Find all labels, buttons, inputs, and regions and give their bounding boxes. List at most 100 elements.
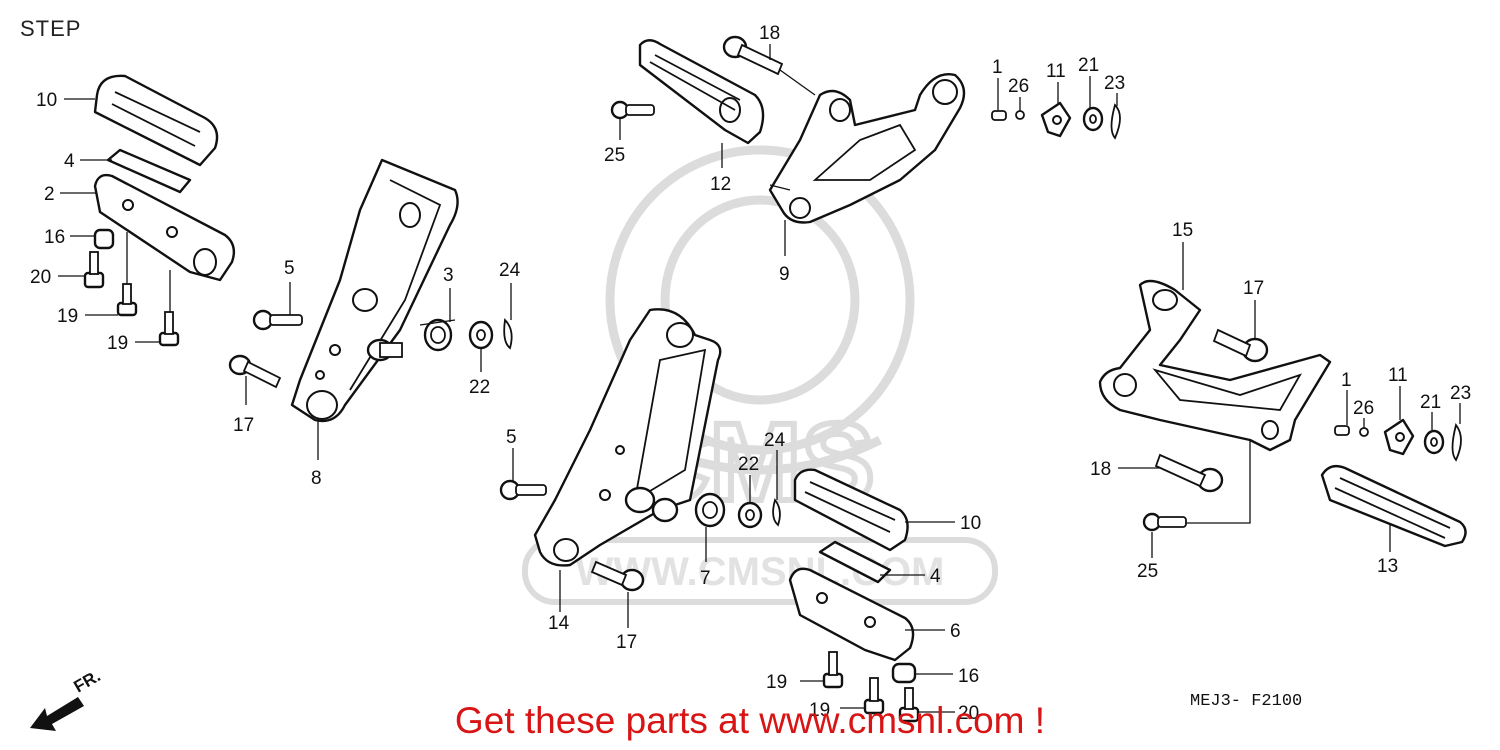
center-rubber-plate-4 (818, 540, 892, 584)
callout-4-left: 4 (64, 151, 75, 172)
leader-lines (58, 44, 1461, 713)
callout-19-center-b: 19 (809, 700, 830, 721)
callout-10-center: 10 (960, 513, 981, 534)
callout-1-top: 1 (992, 57, 1003, 78)
top-footpeg-12 (638, 39, 765, 145)
callout-16-center: 16 (958, 666, 979, 687)
right-pin-23 (1451, 422, 1462, 462)
center-spring-7 (694, 492, 726, 528)
callout-25-right: 25 (1137, 561, 1158, 582)
right-step-holder-15 (1098, 279, 1332, 452)
diagram-code: MEJ3- F2100 (1190, 692, 1303, 711)
callout-16-left: 16 (44, 227, 65, 248)
callout-18-top: 18 (759, 23, 780, 44)
left-washer-22 (468, 320, 494, 350)
callout-4-center: 4 (930, 566, 941, 587)
callout-5-center: 5 (506, 427, 517, 448)
callout-8: 8 (311, 468, 322, 489)
callout-20-center: 20 (958, 703, 979, 724)
center-bolt-20 (898, 687, 920, 723)
callout-19-left-a: 19 (57, 306, 78, 327)
callout-21-top: 21 (1078, 55, 1099, 76)
left-bolt-17 (228, 354, 282, 389)
page-title: STEP (20, 16, 82, 41)
callout-numbers: 10 4 2 16 20 19 19 5 17 8 3 24 22 18 25 … (30, 23, 1471, 724)
right-pin-25 (1142, 512, 1187, 532)
promo-link-text[interactable]: Get these parts at www.cmsnl.com ! (454, 700, 1046, 741)
callout-22-left: 22 (469, 377, 490, 398)
callout-2: 2 (44, 184, 55, 205)
left-pin-5 (252, 309, 303, 331)
left-spring-3 (419, 318, 456, 352)
callout-23-right: 23 (1450, 383, 1471, 404)
callout-3: 3 (443, 265, 454, 286)
callout-25-top: 25 (604, 145, 625, 166)
top-washer-26 (1015, 110, 1025, 120)
center-footpeg-rubber-10 (793, 468, 909, 552)
left-bolt-19b (158, 311, 180, 347)
callout-20-left: 20 (30, 267, 51, 288)
callout-1-right: 1 (1341, 370, 1352, 391)
callout-21-right: 21 (1420, 392, 1441, 413)
left-damper-rubber (93, 228, 115, 250)
left-footpeg-rubber (93, 74, 219, 167)
left-pivot-shaft (366, 338, 403, 362)
callout-17-center: 17 (616, 632, 637, 653)
watermark-banner (522, 537, 998, 605)
right-washer-21 (1423, 429, 1445, 455)
callout-11-right: 11 (1388, 365, 1408, 386)
callout-15: 15 (1172, 220, 1193, 241)
left-rubber-plate (106, 148, 192, 194)
center-footpeg-6 (788, 567, 915, 662)
callout-19-left-b: 19 (107, 333, 128, 354)
left-cotter-pin-24 (503, 318, 513, 350)
center-cotter-pin-24 (772, 498, 781, 527)
callout-23-top: 23 (1104, 73, 1125, 94)
left-step-holder-8 (290, 158, 459, 423)
center-washer-22 (737, 501, 763, 529)
callout-26-right: 26 (1353, 398, 1374, 419)
callout-18-right: 18 (1090, 459, 1111, 480)
right-bolt-18 (1154, 453, 1224, 493)
callout-10-left: 10 (36, 90, 57, 111)
left-footpeg (93, 173, 236, 282)
right-plate-11 (1383, 418, 1415, 456)
top-pin-25 (610, 100, 655, 120)
right-bolt-17 (1212, 328, 1269, 363)
center-damper-16 (891, 662, 917, 684)
callout-14: 14 (548, 613, 570, 634)
direction-label: FR. (71, 666, 104, 696)
callout-12: 12 (710, 174, 731, 195)
watermark-logo (605, 145, 915, 475)
right-bolt-1 (1334, 425, 1350, 436)
callout-5-left: 5 (284, 258, 295, 279)
top-washer-21 (1082, 106, 1104, 132)
callout-26-top: 26 (1008, 76, 1029, 97)
callout-11-top: 11 (1046, 61, 1066, 82)
left-bolt-19a (116, 283, 138, 317)
center-bolt-19b (863, 677, 885, 715)
callout-17-right: 17 (1243, 278, 1264, 299)
callout-13: 13 (1377, 556, 1398, 577)
right-footpeg-13 (1320, 464, 1467, 548)
callout-6: 6 (950, 621, 961, 642)
right-washer-26 (1359, 427, 1369, 437)
top-step-holder-9 (768, 73, 966, 224)
left-bolt-20 (83, 251, 105, 289)
callout-17-left: 17 (233, 415, 254, 436)
callout-7: 7 (700, 568, 711, 589)
center-bolt-17 (590, 560, 645, 592)
top-plate-11 (1040, 101, 1072, 138)
callout-9: 9 (779, 264, 790, 285)
top-bolt-18 (722, 35, 784, 76)
callout-24-center: 24 (764, 430, 786, 451)
top-bolt-1 (991, 110, 1007, 121)
top-pin-23 (1110, 103, 1121, 140)
callout-22-center: 22 (738, 454, 759, 475)
callout-19-center-a: 19 (766, 672, 787, 693)
center-step-holder-14 (533, 308, 722, 567)
center-pivot (624, 486, 679, 523)
callout-24-left: 24 (499, 260, 521, 281)
